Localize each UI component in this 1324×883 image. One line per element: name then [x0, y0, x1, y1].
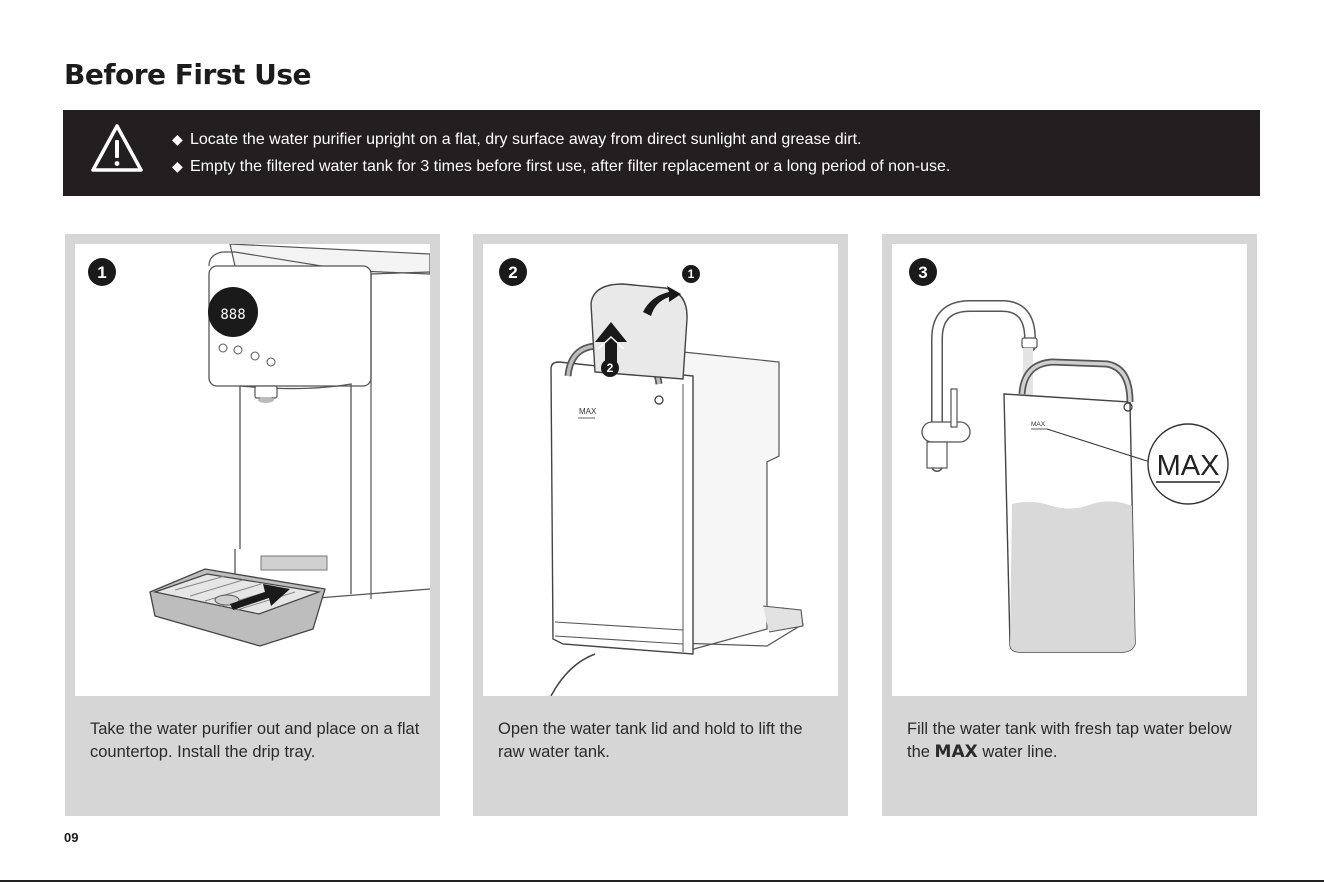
step-caption: Take the water purifier out and place on… — [90, 720, 420, 761]
step-number-badge-2: 2 — [499, 258, 527, 286]
sub-step-label: 1 — [688, 267, 695, 281]
tank-max-label: MAX — [579, 407, 597, 416]
step-number-badge-3: 3 — [909, 258, 937, 286]
sub-step-label: 2 — [607, 361, 614, 375]
step-2-illustration: 2 MAX 1 — [483, 244, 838, 696]
step-caption: Fill the water tank with fresh tap water… — [907, 720, 1232, 762]
step-number: 2 — [508, 263, 517, 282]
max-emphasis: MAX — [934, 742, 978, 762]
footer-rule — [0, 880, 1324, 882]
purifier-drip-tray-illustration: 1 888 — [88, 244, 430, 647]
diamond-bullet-icon: ◆ — [172, 131, 183, 147]
warning-banner: ◆Locate the water purifier upright on a … — [63, 110, 1260, 196]
step-card-3: 3 MAX — [882, 234, 1257, 816]
step-number: 1 — [97, 263, 106, 282]
step-number-badge-1: 1 — [88, 258, 116, 286]
step-number: 3 — [918, 263, 927, 282]
open-lid-arrow-icon — [643, 286, 681, 316]
page-title: Before First Use — [64, 58, 312, 91]
display-digits: 888 — [220, 307, 245, 323]
tank-max-label: MAX — [1031, 421, 1046, 428]
step-card-2: 2 MAX 1 — [473, 234, 848, 816]
step-card-1: 1 888 — [65, 234, 440, 816]
tap-faucet — [921, 300, 1038, 472]
warning-list: ◆Locate the water purifier upright on a … — [172, 126, 950, 180]
callout-max-label: MAX — [1157, 450, 1220, 482]
warning-line: ◆Locate the water purifier upright on a … — [172, 126, 950, 153]
diamond-bullet-icon: ◆ — [172, 158, 183, 174]
lift-arrow-icon — [595, 322, 627, 362]
insert-arrow-icon — [230, 584, 290, 610]
lift-tank-illustration: 2 MAX 1 — [499, 258, 805, 696]
fill-tank-illustration: 3 MAX — [909, 258, 1229, 653]
page-number: 09 — [64, 830, 79, 845]
warning-line: ◆Empty the filtered water tank for 3 tim… — [172, 153, 950, 180]
warning-triangle-icon — [91, 124, 143, 172]
step-caption: Open the water tank lid and hold to lift… — [498, 720, 803, 761]
max-callout: MAX — [1147, 423, 1229, 505]
step-3-illustration: 3 MAX — [892, 244, 1247, 696]
step-1-illustration: 1 888 — [75, 244, 430, 696]
